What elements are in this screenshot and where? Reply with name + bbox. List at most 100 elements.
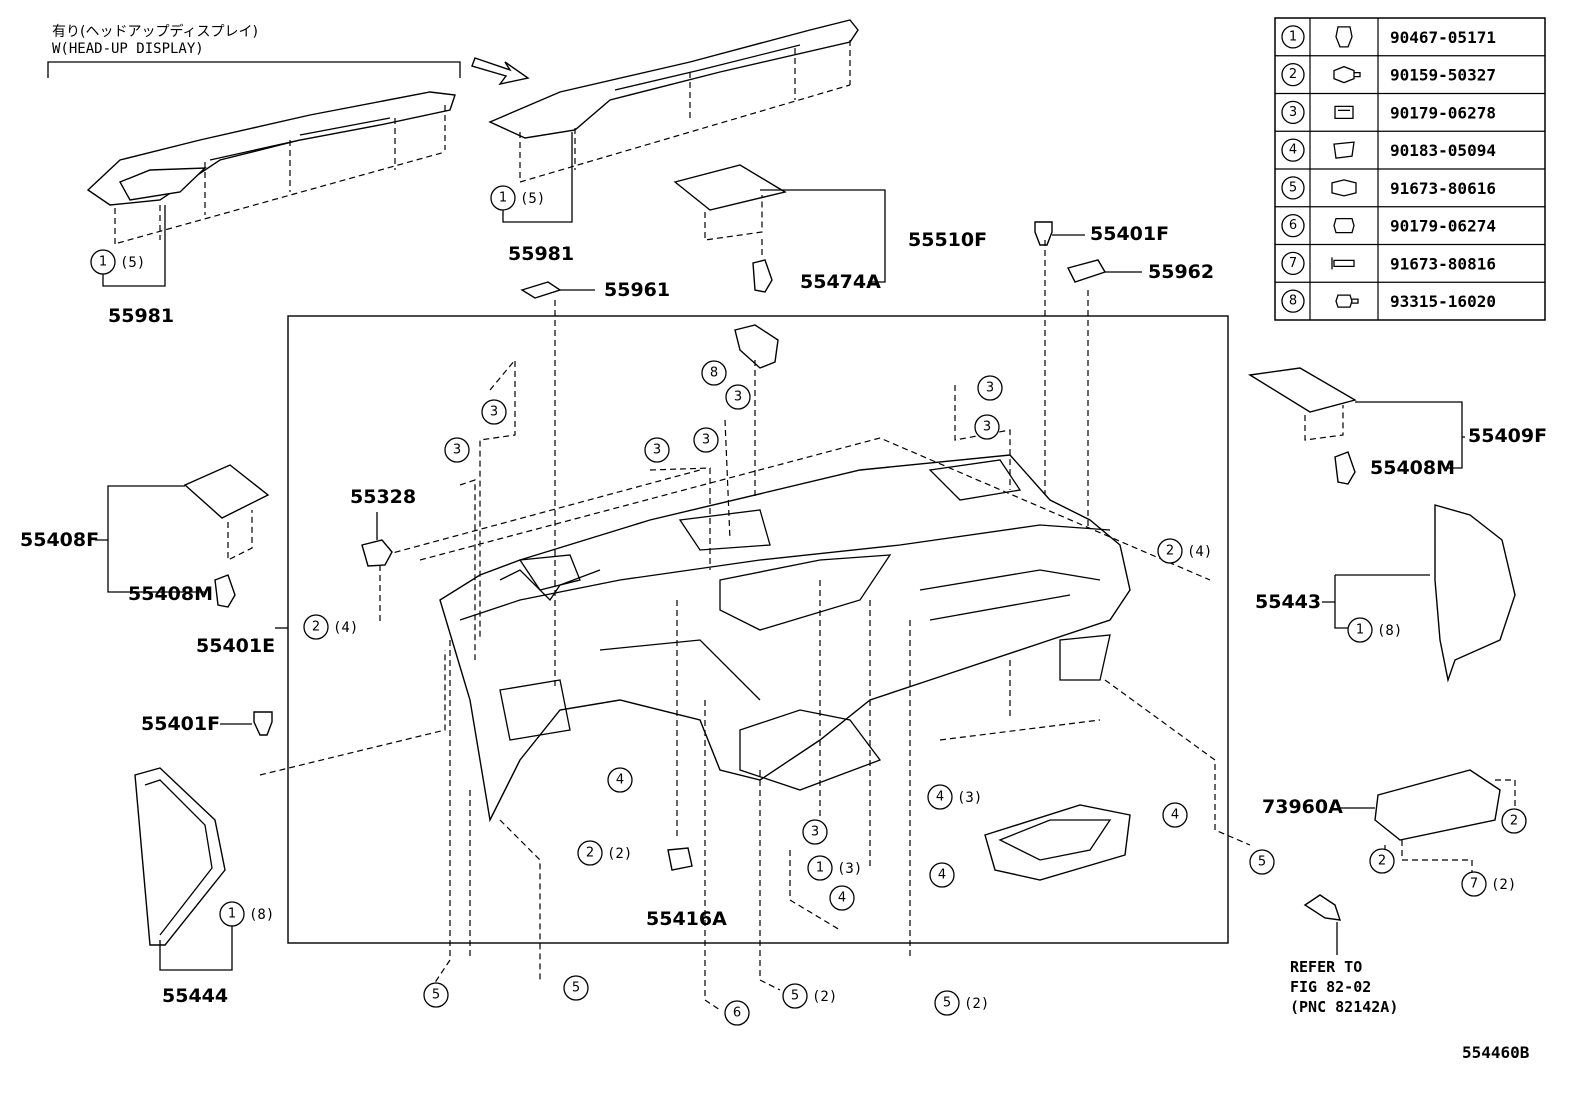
refer-line3: (PNC 82142A)	[1290, 998, 1398, 1016]
assembly-frame	[287, 315, 1229, 944]
table-row-num-circle	[1281, 62, 1305, 87]
svg-text:3: 3	[453, 443, 461, 458]
leader-line	[502, 132, 573, 223]
nut-icon	[1333, 217, 1355, 234]
svg-text:2: 2	[1166, 544, 1174, 559]
callout-qty: (2)	[607, 846, 632, 862]
table-row-num: 6	[1289, 218, 1297, 233]
part-label-55962: 55962	[1148, 261, 1214, 283]
svg-text:4: 4	[616, 773, 624, 788]
table-row-num-circle	[1281, 100, 1305, 125]
svg-text:3: 3	[983, 420, 991, 435]
connector-part	[1303, 894, 1342, 921]
svg-text:2: 2	[1378, 854, 1386, 869]
screw-icon	[1331, 257, 1355, 270]
table-row-part-no: 90467-05171	[1390, 28, 1496, 47]
svg-text:4: 4	[938, 868, 946, 883]
pin-part	[1034, 221, 1053, 246]
callout-qty: (2)	[964, 996, 989, 1012]
part-label-55416A: 55416A	[646, 908, 727, 930]
hud-note-jp: 有り(ヘッドアップディスプレイ)	[52, 23, 258, 40]
arrow-icon	[471, 57, 530, 86]
clip-part	[752, 259, 773, 293]
table-row-num: 5	[1289, 180, 1297, 195]
side-panel	[134, 767, 226, 946]
svg-text:6: 6	[733, 1006, 741, 1021]
svg-text:1: 1	[499, 191, 507, 206]
callout-qty: (3)	[957, 790, 982, 806]
clip-part	[1334, 451, 1356, 485]
clip-part	[361, 539, 393, 567]
part-label-55408M: 55408M	[128, 583, 213, 605]
bolt-washer-icon	[1333, 65, 1361, 84]
svg-text:4: 4	[1171, 808, 1179, 823]
svg-text:3: 3	[986, 381, 994, 396]
airbag-module	[1374, 769, 1501, 841]
hud-note-en: W(HEAD-UP DISPLAY)	[52, 41, 204, 57]
table-row-num: 3	[1289, 105, 1297, 120]
table-row-num-circle	[1281, 251, 1305, 276]
part-label-55443: 55443	[1255, 591, 1321, 613]
part-label-55328: 55328	[350, 486, 416, 508]
table-row-num: 2	[1289, 67, 1297, 82]
callout-qty: (8)	[249, 907, 274, 923]
svg-text:5: 5	[943, 996, 951, 1011]
svg-text:5: 5	[791, 989, 799, 1004]
bolt-icon	[1331, 179, 1357, 197]
table-row-num: 8	[1289, 294, 1297, 309]
leader-line	[760, 189, 886, 283]
callout-qty: (4)	[1187, 544, 1212, 560]
part-label-55401F: 55401F	[141, 713, 220, 735]
svg-text:5: 5	[432, 988, 440, 1003]
lid-panel	[673, 164, 787, 211]
svg-text:3: 3	[702, 433, 710, 448]
table-row-part-no: 90179-06278	[1390, 103, 1496, 122]
table-row-part-no: 91673-80616	[1390, 179, 1496, 198]
svg-text:5: 5	[572, 981, 580, 996]
table-row-part-no: 91673-80816	[1390, 254, 1496, 273]
svg-text:2: 2	[312, 620, 320, 635]
callout-qty: (5)	[520, 191, 545, 207]
part-label-55401E: 55401E	[196, 635, 275, 657]
clip-icon	[1335, 26, 1353, 48]
callout-qty: (8)	[1377, 623, 1402, 639]
svg-text:1: 1	[228, 907, 236, 922]
pin-part	[253, 711, 273, 736]
table-row-num-circle	[1281, 25, 1305, 49]
svg-text:3: 3	[490, 405, 498, 420]
part-label-55401F: 55401F	[1090, 223, 1169, 245]
dash-lines	[114, 105, 446, 245]
spring-nut-icon	[1333, 141, 1355, 159]
callout-qty: (4)	[333, 620, 358, 636]
bracket-part	[734, 324, 779, 369]
table-row-part-no: 90183-05094	[1390, 141, 1496, 160]
callout-1-text: 1	[99, 255, 107, 270]
part-label-55510F: 55510F	[908, 229, 987, 251]
dash-lines	[704, 195, 763, 241]
table-row-num: 1	[1289, 29, 1297, 44]
part-label-55409F: 55409F	[1468, 425, 1547, 447]
table-row-part-no: 93315-16020	[1390, 292, 1496, 311]
svg-text:3: 3	[653, 443, 661, 458]
part-label-55408F: 55408F	[20, 529, 99, 551]
dash-lines	[259, 240, 1251, 1011]
svg-text:1: 1	[1356, 623, 1364, 638]
clip-part	[667, 847, 693, 871]
svg-text:4: 4	[838, 891, 846, 906]
table-row-part-no: 90159-50327	[1390, 66, 1496, 85]
table-row-num-circle	[1281, 289, 1305, 313]
leader-line	[102, 205, 166, 287]
svg-text:8: 8	[710, 366, 718, 381]
callout-qty: (5)	[120, 255, 145, 271]
svg-text:1: 1	[816, 861, 824, 876]
svg-text:2: 2	[1510, 814, 1518, 829]
part-label-55474A: 55474A	[800, 271, 881, 293]
part-label-55961: 55961	[604, 279, 670, 301]
lid-panel	[1247, 367, 1357, 413]
part-label-55981: 55981	[508, 243, 574, 265]
svg-text:5: 5	[1258, 855, 1266, 870]
callout-qty: (2)	[1491, 877, 1516, 893]
vent-part	[520, 281, 562, 299]
part-label-55981: 55981	[108, 305, 174, 327]
